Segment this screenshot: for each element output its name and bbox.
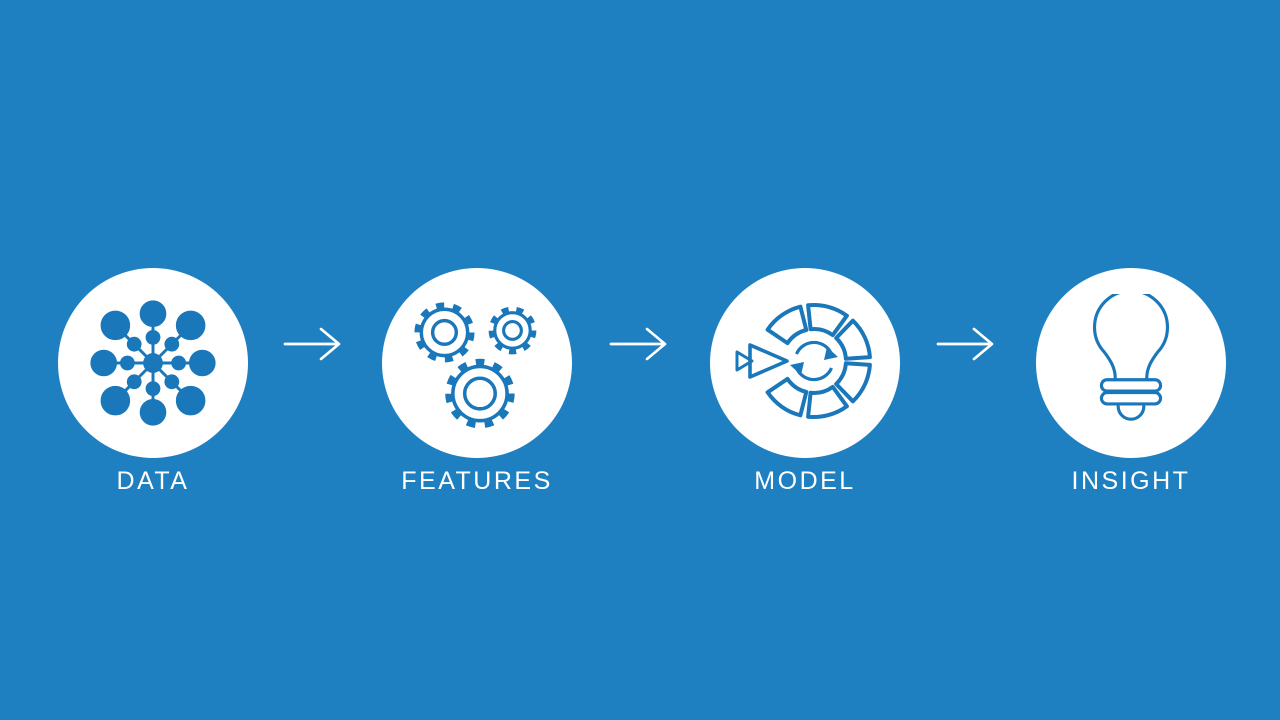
insight-node-circle — [1036, 268, 1226, 458]
arrow-right-icon — [283, 327, 341, 361]
stage-label-features: FEATURES — [401, 467, 553, 495]
stage-model: MODEL — [710, 268, 900, 496]
arrow-right-icon — [936, 327, 994, 361]
stage-features: FEATURES — [382, 268, 572, 496]
gears-icon — [414, 302, 537, 429]
stage-label-data: DATA — [116, 467, 190, 495]
input-triangles-icon — [735, 343, 789, 379]
gear-large-bottom — [445, 358, 515, 429]
stage-label-insight: INSIGHT — [1071, 467, 1191, 495]
refresh-arrows-icon — [790, 340, 838, 382]
lightbulb-icon — [1093, 294, 1169, 421]
model-node-circle — [710, 268, 900, 458]
stage-insight: INSIGHT — [1036, 268, 1226, 496]
model-cycle-icon — [735, 302, 872, 420]
gear-large-top-left — [414, 302, 475, 363]
gear-small-top-right — [488, 306, 537, 355]
data-network-icon — [90, 300, 216, 426]
stage-label-model: MODEL — [754, 467, 856, 495]
stage-data: DATA — [58, 268, 248, 496]
arrow-right-icon — [609, 327, 667, 361]
features-node-circle — [382, 268, 572, 458]
segmented-ring — [765, 302, 872, 420]
data-node-circle — [58, 268, 248, 458]
